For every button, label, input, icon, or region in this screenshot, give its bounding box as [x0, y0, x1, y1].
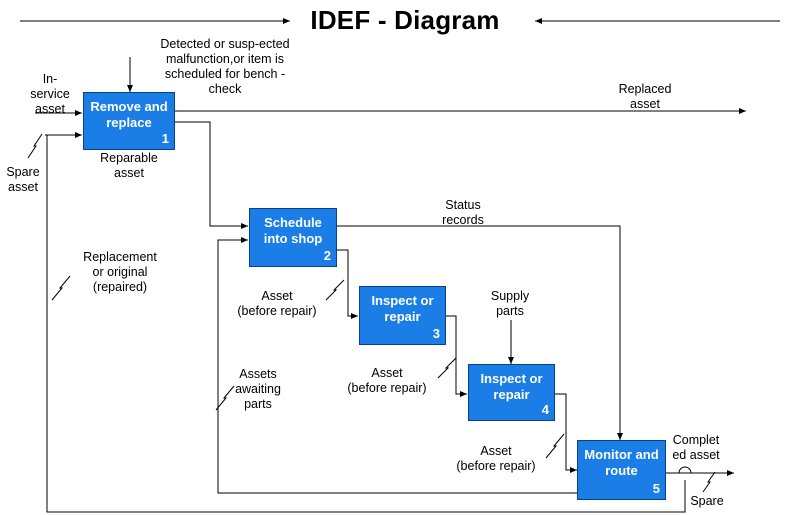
activity-box-3[interactable]: Inspect or repair 3: [359, 286, 446, 345]
label-reparable-asset: Reparable asset: [100, 151, 158, 180]
activity-box-4[interactable]: Inspect or repair 4: [468, 364, 555, 421]
arrow-box3-to-box4: [446, 315, 467, 397]
box-label: Inspect or repair: [480, 371, 543, 402]
label-in-service-asset: In- service asset: [30, 72, 70, 116]
box-number: 1: [161, 131, 169, 146]
label-asset-before-repair-1: Asset (before repair): [237, 289, 317, 318]
squiggle-asset-2: [437, 357, 457, 379]
squiggle-asset-3: [545, 433, 565, 459]
label-asset-before-repair-2: Asset (before repair): [347, 366, 427, 395]
box-label: Monitor and route: [584, 447, 659, 478]
arrow-box2-to-box3: [337, 249, 358, 319]
box-label: Schedule into shop: [263, 215, 323, 246]
activity-box-5[interactable]: Monitor and route 5: [577, 440, 666, 500]
box-number: 5: [652, 481, 660, 496]
squiggle-asset-1: [325, 279, 345, 301]
label-replacement-or-original: Replacement or original (repaired): [83, 250, 157, 294]
squiggle-replacement: [51, 275, 71, 301]
squiggle-spare: [702, 471, 716, 493]
squiggle-awaiting: [215, 385, 235, 411]
label-completed-asset: Complet ed asset: [672, 433, 720, 462]
label-asset-before-repair-3: Asset (before repair): [456, 444, 536, 473]
label-status-records: Status records: [442, 198, 484, 227]
box-number: 2: [323, 248, 331, 263]
label-supply-parts: Supply parts: [490, 289, 530, 318]
diagram-title: IDEF - Diagram: [310, 5, 500, 35]
arrow-box1-to-box2: [175, 121, 248, 229]
arrow-assets-awaiting-parts: [217, 237, 577, 494]
box-number: 4: [541, 402, 549, 417]
label-spare: Spare: [690, 494, 724, 508]
hop-completed-asset: [678, 466, 692, 474]
arrow-box4-to-box5: [555, 393, 577, 473]
box-label: Inspect or repair: [371, 293, 434, 324]
box-number: 3: [432, 326, 440, 341]
squiggle-spare-asset: [27, 133, 43, 159]
activity-box-1[interactable]: Remove and replace 1: [83, 92, 175, 150]
arrow-spare-return: [46, 135, 686, 513]
label-control-top: Detected or susp-ected malfunction,or it…: [160, 37, 290, 96]
label-spare-asset: Spare asset: [6, 165, 40, 194]
label-assets-awaiting-parts: Assets awaiting parts: [235, 367, 281, 411]
box-label: Remove and replace: [90, 99, 168, 130]
arrow-status-records: [337, 225, 623, 440]
activity-box-2[interactable]: Schedule into shop 2: [249, 208, 337, 267]
label-replaced-asset: Replaced asset: [618, 82, 672, 111]
